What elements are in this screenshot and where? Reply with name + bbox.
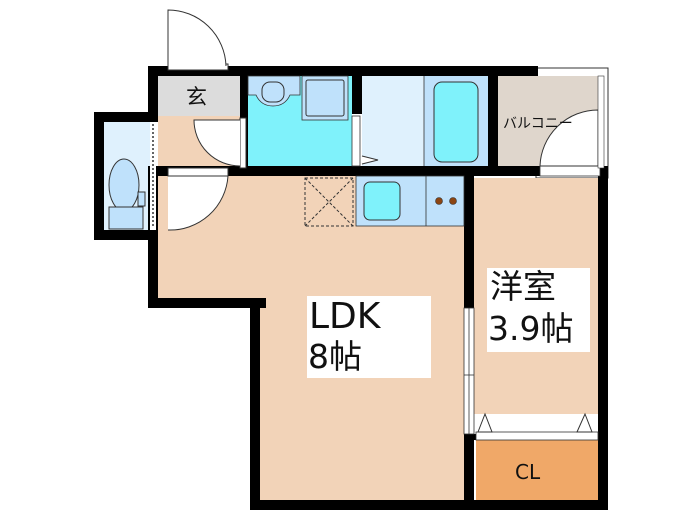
- washroom-door-swing-icon: [193, 119, 241, 167]
- kitchen-sink-icon: [363, 181, 401, 221]
- closet-door-icon: [576, 412, 593, 433]
- entrance-door-swing-icon: [167, 9, 227, 67]
- sliding-door-icon: [463, 307, 475, 435]
- western-room-size: 3.9帖: [488, 309, 574, 348]
- washbasin-icon: [247, 75, 301, 107]
- ldk-door-swing-icon: [167, 175, 229, 231]
- toilet-icon: [108, 158, 146, 230]
- closet-floor: [476, 440, 598, 500]
- ldk-size: 8帖: [308, 337, 362, 376]
- balcony-door-swing-icon: [539, 109, 599, 167]
- entrance-label: 玄: [186, 85, 207, 109]
- storage-hatch-icon: [304, 177, 354, 227]
- kitchen-counter: [355, 175, 465, 227]
- folding-door-icon: [361, 155, 379, 165]
- bathtub-icon: [433, 81, 479, 163]
- western-room-label: 洋室: [490, 267, 556, 306]
- balcony-label: バルコニー: [503, 116, 573, 132]
- western-room-label-box: [487, 268, 590, 352]
- closet-door-icon: [477, 412, 493, 433]
- ldk-label: LDK: [309, 296, 381, 337]
- entrance-floor: [158, 76, 240, 116]
- closet-label: CL: [515, 460, 541, 484]
- washing-machine-pan-icon: [301, 75, 349, 121]
- stove-icon: [435, 197, 457, 205]
- ldk-label-box: [307, 296, 431, 378]
